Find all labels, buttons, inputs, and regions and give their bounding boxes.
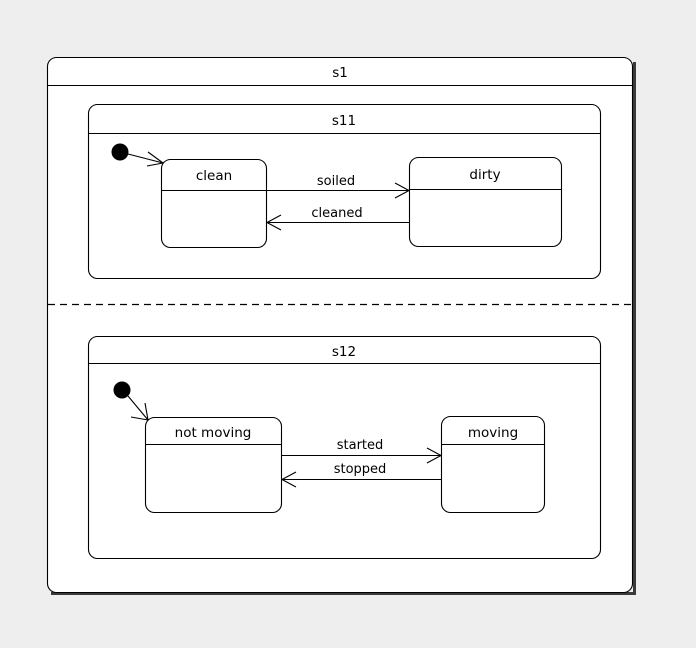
transition-soiled-label: soiled xyxy=(317,174,355,189)
state-not-moving[interactable] xyxy=(144,416,283,514)
initial-transition-arrowhead-s12 xyxy=(130,402,149,421)
initial-transition-s12[interactable] xyxy=(127,395,149,421)
transition-soiled-arrowhead xyxy=(394,182,410,199)
state-dirty[interactable] xyxy=(408,156,563,248)
initial-transition-arrowhead-s11 xyxy=(146,151,164,167)
state-moving-label: moving xyxy=(468,425,518,441)
transition-stopped-arrowhead xyxy=(281,471,297,488)
state-moving[interactable] xyxy=(440,415,546,514)
transition-cleaned-label: cleaned xyxy=(311,206,362,221)
transition-cleaned-arrowhead xyxy=(266,214,282,231)
state-s1-title: s1 xyxy=(332,65,348,81)
initial-transition-s11[interactable] xyxy=(127,153,164,164)
transition-stopped-label: stopped xyxy=(334,462,387,477)
initial-state-dot-s11[interactable] xyxy=(111,143,129,161)
state-s11-title: s11 xyxy=(332,113,356,129)
state-not-moving-label: not moving xyxy=(175,425,252,441)
transition-started-label: started xyxy=(337,438,384,453)
initial-state-dot-s12[interactable] xyxy=(113,381,131,399)
state-dirty-label: dirty xyxy=(469,167,500,183)
transition-started-arrowhead xyxy=(426,447,442,464)
state-clean-label: clean xyxy=(196,168,232,184)
state-clean[interactable] xyxy=(160,158,268,249)
state-s12-title: s12 xyxy=(332,344,356,360)
